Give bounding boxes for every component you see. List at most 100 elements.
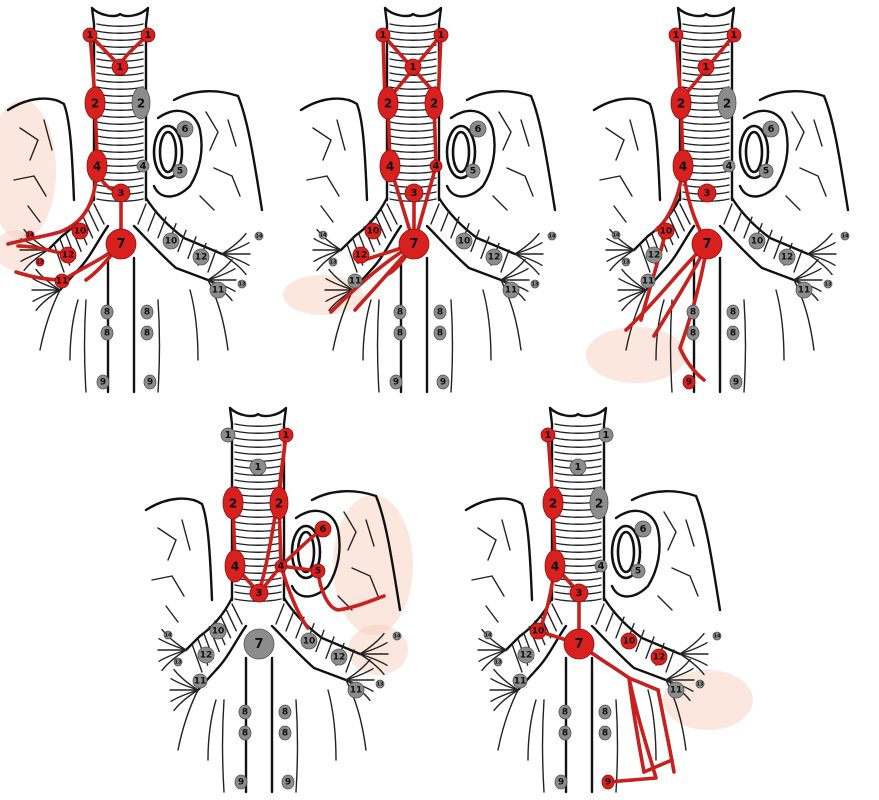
node-label: 2: [91, 97, 99, 111]
spread-path: [642, 758, 674, 774]
node-1r: 1: [668, 27, 684, 43]
spread-path: [656, 688, 676, 774]
node-label: 6: [768, 124, 775, 135]
node-8la: 8: [726, 304, 740, 320]
node-9l: 9: [281, 774, 295, 790]
node-4l: 4: [722, 159, 736, 173]
node-8rb: 8: [686, 325, 700, 341]
node-10l: 10: [455, 232, 473, 250]
node-label: 4: [140, 161, 147, 172]
node-3: 3: [569, 583, 589, 603]
node-label: 14: [485, 633, 492, 639]
node-13l: 13: [823, 279, 833, 289]
node-1m: 1: [404, 58, 422, 76]
node-label: 3: [704, 188, 711, 199]
node-label: 1: [117, 62, 124, 73]
node-label: 9: [558, 778, 564, 788]
node-9r: 9: [96, 374, 110, 390]
node-label: 11: [505, 286, 518, 296]
bronchioles: [477, 628, 709, 761]
node-label: 14: [613, 233, 620, 239]
node-label: 1: [603, 430, 610, 441]
node-label: 1: [545, 430, 552, 441]
node-1r: 1: [82, 27, 98, 43]
node-4l: 4: [136, 159, 150, 173]
node-9l: 9: [143, 374, 157, 390]
node-14r: 14: [25, 230, 35, 240]
node-label: 8: [602, 729, 608, 739]
node-8ra: 8: [558, 704, 572, 720]
node-4r: 4: [224, 549, 246, 583]
node-13l: 13: [695, 679, 705, 689]
node-3: 3: [404, 183, 424, 203]
node-label: 9: [733, 378, 739, 388]
node-label: 10: [212, 627, 225, 637]
node-label: 4: [551, 560, 559, 574]
node-8la: 8: [278, 704, 292, 720]
node-label: 8: [144, 308, 150, 318]
node-label: 8: [690, 329, 696, 339]
node-label: 8: [242, 729, 248, 739]
node-10r: 10: [71, 222, 89, 240]
node-label: 4: [231, 560, 239, 574]
node-2r: 2: [222, 486, 244, 520]
node-label: 9: [605, 778, 611, 788]
node-label: 3: [256, 588, 263, 599]
aortic-ring: [445, 124, 477, 180]
node-label: 9: [100, 378, 106, 388]
lungs: [592, 90, 850, 223]
node-5: 5: [630, 563, 646, 579]
node-label: 3: [118, 188, 125, 199]
node-label: 4: [278, 561, 285, 572]
node-11l: 11: [209, 281, 227, 299]
node-label: 13: [239, 282, 246, 288]
node-label: 11: [350, 686, 363, 696]
node-7: 7: [105, 228, 137, 260]
node-8rb: 8: [100, 325, 114, 341]
node-12r: 12: [352, 246, 370, 264]
node-5: 5: [758, 163, 774, 179]
tumor-haze: [283, 275, 363, 315]
node-label: 1: [255, 462, 262, 473]
node-label: 8: [242, 708, 248, 718]
node-label: 10: [303, 637, 316, 647]
node-label: 1: [438, 30, 445, 41]
node-11l: 11: [667, 681, 685, 699]
node-label: 11: [642, 277, 655, 287]
node-12r: 12: [59, 246, 77, 264]
node-10r: 10: [209, 622, 227, 640]
node-label: 1: [410, 62, 417, 73]
node-1m: 1: [249, 458, 267, 476]
node-label: 9: [147, 378, 153, 388]
node-4l: 4: [594, 559, 608, 573]
node-9l: 9: [436, 374, 450, 390]
node-label: 5: [470, 167, 476, 177]
bronchioles: [19, 228, 251, 361]
node-label: 8: [282, 708, 288, 718]
node-2l: 2: [131, 86, 151, 120]
node-label: 14: [394, 634, 401, 640]
node-label: 8: [562, 708, 568, 718]
tumor-haze: [333, 495, 413, 635]
node-label: 11: [56, 277, 69, 287]
node-11r: 11: [54, 273, 70, 289]
node-label: 14: [27, 233, 34, 239]
node-8ra: 8: [393, 304, 407, 320]
node-label: 2: [595, 497, 603, 511]
node-13l: 13: [237, 279, 247, 289]
node-10r: 10: [529, 622, 547, 640]
node-label: 13: [330, 260, 337, 266]
node-label: 9: [285, 778, 291, 788]
node-14l: 14: [712, 631, 722, 641]
node-13r: 13: [328, 257, 338, 267]
node-4r: 4: [672, 149, 694, 183]
node-14r: 14: [611, 230, 621, 240]
node-7: 7: [563, 628, 595, 660]
node-label: 7: [409, 237, 418, 252]
node-4r: 4: [379, 149, 401, 183]
node-label: 8: [562, 729, 568, 739]
node-label: 12: [653, 653, 666, 663]
